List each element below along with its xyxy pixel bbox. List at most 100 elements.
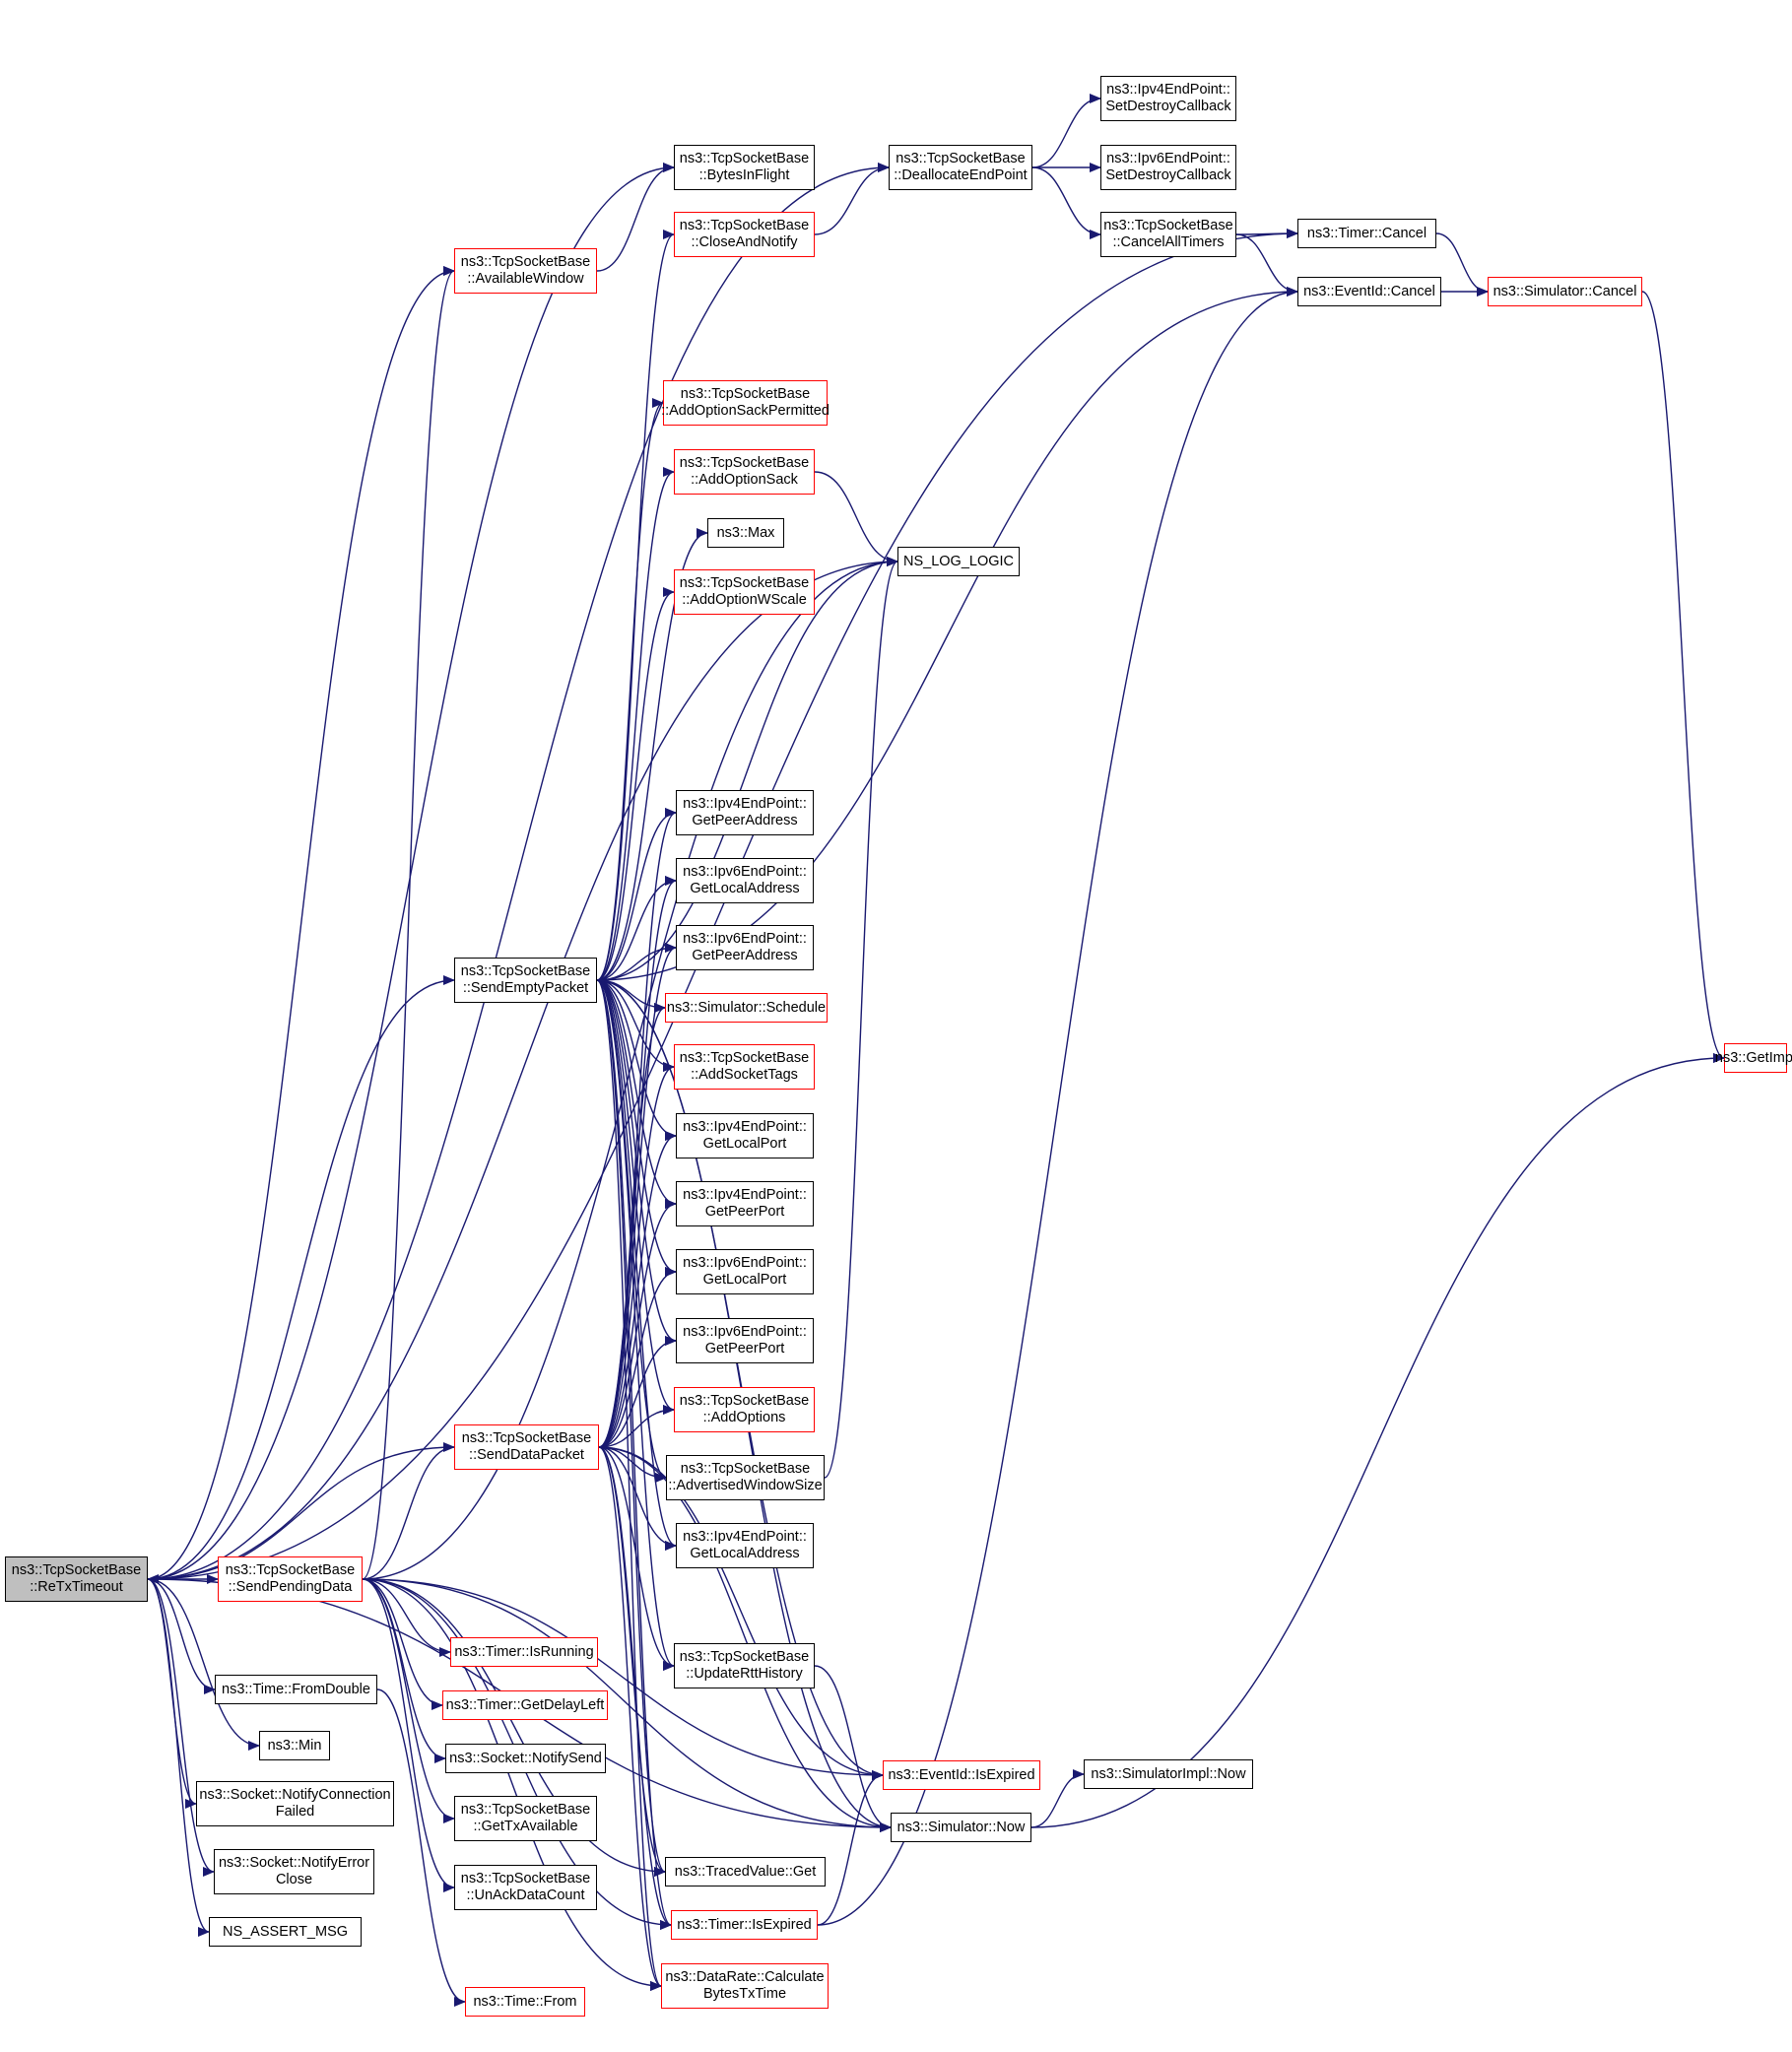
node-logLogic[interactable]: NS_LOG_LOGIC: [897, 547, 1020, 576]
edge-sendEmpty-to-timerIsExpired: [596, 979, 672, 1930]
node-simNow[interactable]: ns3::Simulator::Now: [891, 1813, 1031, 1842]
node-updateRtt[interactable]: ns3::TcpSocketBase::UpdateRttHistory: [674, 1643, 815, 1688]
node-v6LocalAddr[interactable]: ns3::Ipv6EndPoint::GetLocalAddress: [676, 858, 814, 903]
node-label-line: BytesTxTime: [702, 1986, 787, 2002]
node-closeNotify[interactable]: ns3::TcpSocketBase::CloseAndNotify: [674, 212, 815, 257]
node-label-line: ns3::TcpSocketBase: [460, 1871, 591, 1887]
edge-fromDouble-to-timeFrom: [376, 1688, 466, 2007]
node-v4PeerPort[interactable]: ns3::Ipv4EndPoint::GetPeerPort: [676, 1181, 814, 1226]
node-availWin[interactable]: ns3::TcpSocketBase::AvailableWindow: [454, 248, 597, 294]
node-tracedGet[interactable]: ns3::TracedValue::Get: [665, 1857, 826, 1887]
node-v4LocalAddr[interactable]: ns3::Ipv4EndPoint::GetLocalAddress: [676, 1523, 814, 1568]
node-label-line: ::SendPendingData: [228, 1579, 353, 1595]
node-simCancel[interactable]: ns3::Simulator::Cancel: [1488, 277, 1642, 306]
node-sendEmpty[interactable]: ns3::TcpSocketBase::SendEmptyPacket: [454, 958, 597, 1003]
edge-root-to-assertMsg: [147, 1578, 210, 1937]
edge-sendEmpty-to-v6LocalPort: [596, 979, 677, 1277]
node-label-line: ::DeallocateEndPoint: [894, 167, 1028, 183]
node-v4SetDestroy[interactable]: ns3::Ipv4EndPoint::SetDestroyCallback: [1100, 76, 1236, 121]
edge-sendEmpty-to-addSackPerm: [596, 398, 664, 981]
node-label-line: ::AddOptionWScale: [682, 592, 807, 608]
node-root: ns3::TcpSocketBase::ReTxTimeout: [5, 1556, 148, 1602]
node-cancelAll[interactable]: ns3::TcpSocketBase::CancelAllTimers: [1100, 212, 1236, 257]
edge-sendPending-to-simNow: [362, 1578, 892, 1832]
node-unack[interactable]: ns3::TcpSocketBase::UnAckDataCount: [454, 1865, 597, 1910]
node-dealloc[interactable]: ns3::TcpSocketBase::DeallocateEndPoint: [889, 145, 1032, 190]
node-bytesInFlight[interactable]: ns3::TcpSocketBase::BytesInFlight: [674, 145, 815, 190]
node-label-line: ::AddOptionSackPermitted: [661, 403, 830, 419]
node-label-line: ns3::TcpSocketBase: [680, 1461, 811, 1477]
node-addSack[interactable]: ns3::TcpSocketBase::AddOptionSack: [674, 449, 815, 495]
edge-root-to-sendEmpty: [147, 975, 455, 1580]
edge-sendPending-to-eventIsExpired: [362, 1578, 884, 1780]
edge-addSack-to-logLogic: [814, 471, 898, 566]
node-label-line: ns3::Ipv4EndPoint::: [683, 1119, 807, 1135]
node-timerIsExpired[interactable]: ns3::Timer::IsExpired: [671, 1910, 818, 1940]
node-addSocketTags[interactable]: ns3::TcpSocketBase::AddSocketTags: [674, 1044, 815, 1090]
node-label-line: ::AddOptionSack: [691, 472, 798, 488]
node-label-line: ns3::TcpSocketBase: [679, 151, 810, 166]
edge-sendData-to-timerIsExpired: [598, 1446, 672, 1930]
node-fromDouble[interactable]: ns3::Time::FromDouble: [215, 1675, 377, 1704]
node-label-line: ::SendEmptyPacket: [462, 980, 589, 996]
node-label-line: Failed: [275, 1804, 315, 1820]
edge-dealloc-to-v4SetDestroy: [1031, 94, 1101, 168]
node-label-line: ns3::EventId::IsExpired: [888, 1766, 1035, 1783]
edge-root-to-logLogic: [147, 557, 898, 1580]
node-max[interactable]: ns3::Max: [707, 518, 784, 548]
node-label-line: ns3::Socket::NotifyError: [218, 1855, 370, 1871]
node-label-line: ns3::TcpSocketBase: [679, 455, 810, 471]
node-v6SetDestroy[interactable]: ns3::Ipv6EndPoint::SetDestroyCallback: [1100, 145, 1236, 190]
node-label-line: GetPeerAddress: [692, 813, 798, 828]
node-timeFrom[interactable]: ns3::Time::From: [465, 1987, 585, 2017]
edge-sendEmpty-to-eventIsExpired: [596, 979, 884, 1780]
edge-availWin-to-bytesInFlight: [596, 163, 675, 272]
node-timerCancel[interactable]: ns3::Timer::Cancel: [1297, 219, 1436, 248]
node-label-line: ::CloseAndNotify: [691, 234, 798, 250]
edge-sendEmpty-to-dataRate: [596, 979, 662, 1991]
node-v6LocalPort[interactable]: ns3::Ipv6EndPoint::GetLocalPort: [676, 1249, 814, 1294]
node-addWScale[interactable]: ns3::TcpSocketBase::AddOptionWScale: [674, 569, 815, 615]
edge-timerIsExpired-to-eventIsExpired: [817, 1770, 884, 1926]
node-eventIsExpired[interactable]: ns3::EventId::IsExpired: [883, 1760, 1040, 1790]
node-assertMsg[interactable]: NS_ASSERT_MSG: [209, 1917, 362, 1947]
node-label-line: ::AddSocketTags: [691, 1067, 798, 1083]
node-getImpl[interactable]: ns3::GetImpl: [1715, 1043, 1792, 1073]
edge-sendData-to-simNow: [598, 1446, 892, 1832]
node-label-line: ns3::Max: [716, 524, 775, 541]
node-addSackPerm[interactable]: ns3::TcpSocketBase::AddOptionSackPermitt…: [661, 380, 830, 426]
node-simImplNow[interactable]: ns3::SimulatorImpl::Now: [1084, 1759, 1253, 1789]
node-label-line: GetPeerAddress: [692, 948, 798, 963]
edge-sendData-to-v4PeerPort: [598, 1199, 677, 1448]
edge-sendEmpty-to-addSack: [596, 467, 675, 981]
node-advWin[interactable]: ns3::TcpSocketBase::AdvertisedWindowSize: [666, 1455, 825, 1500]
edge-timerCancel-to-simCancel: [1435, 232, 1489, 297]
node-timerIsRunning[interactable]: ns3::Timer::IsRunning: [450, 1637, 598, 1667]
node-addOptions[interactable]: ns3::TcpSocketBase::AddOptions: [674, 1387, 815, 1432]
node-timerDelayLeft[interactable]: ns3::Timer::GetDelayLeft: [442, 1690, 608, 1720]
node-label-line: ns3::SimulatorImpl::Now: [1091, 1765, 1246, 1782]
node-sendPending[interactable]: ns3::TcpSocketBase::SendPendingData: [218, 1556, 363, 1602]
node-v4PeerAddr[interactable]: ns3::Ipv4EndPoint::GetPeerAddress: [676, 790, 814, 835]
node-label-line: ns3::Simulator::Cancel: [1493, 283, 1637, 299]
node-min[interactable]: ns3::Min: [259, 1731, 330, 1760]
node-v6PeerAddr[interactable]: ns3::Ipv6EndPoint::GetPeerAddress: [676, 925, 814, 970]
node-notifySend[interactable]: ns3::Socket::NotifySend: [445, 1744, 606, 1773]
node-txAvail[interactable]: ns3::TcpSocketBase::GetTxAvailable: [454, 1796, 597, 1841]
node-v4LocalPort[interactable]: ns3::Ipv4EndPoint::GetLocalPort: [676, 1113, 814, 1158]
edge-advWin-to-logLogic: [824, 557, 898, 1479]
node-v6PeerPort[interactable]: ns3::Ipv6EndPoint::GetPeerPort: [676, 1318, 814, 1363]
edge-sendData-to-v6PeerAddr: [598, 943, 677, 1448]
node-label-line: ns3::TcpSocketBase: [896, 151, 1026, 166]
node-sendData[interactable]: ns3::TcpSocketBase::SendDataPacket: [454, 1424, 599, 1470]
node-eventCancel[interactable]: ns3::EventId::Cancel: [1297, 277, 1441, 306]
node-label-line: GetLocalPort: [702, 1136, 787, 1152]
edge-sendData-to-dataRate: [598, 1446, 662, 1991]
edge-sendPending-to-timerIsRunning: [362, 1578, 451, 1657]
node-schedule[interactable]: ns3::Simulator::Schedule: [665, 993, 828, 1023]
edge-cancelAll-to-timerCancel: [1235, 229, 1298, 239]
